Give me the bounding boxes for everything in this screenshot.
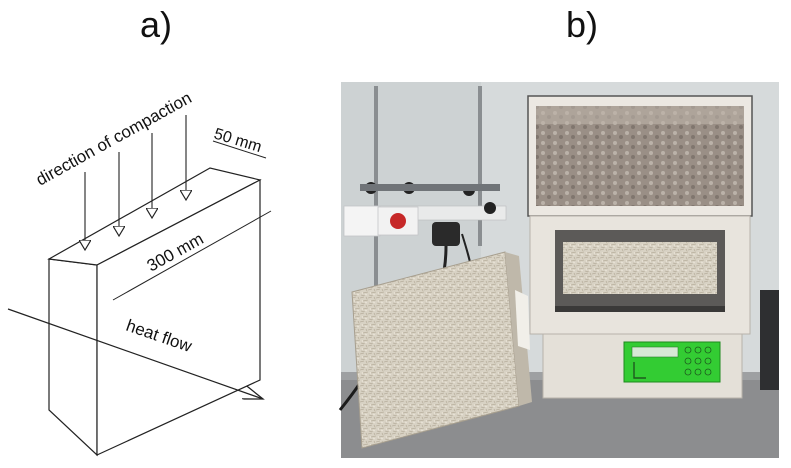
schematic-specimen (47, 167, 262, 457)
heat-flow-meter (527, 95, 753, 399)
thickness-dimension-line (212, 140, 267, 159)
length-dimension-line (112, 210, 272, 301)
panel-label-a: a) (140, 4, 173, 45)
panel-label-b: b) (566, 4, 599, 45)
lab-photo (338, 82, 779, 458)
label-thickness: 50 mm (212, 126, 264, 157)
label-direction-of-compaction: direction of compaction (33, 88, 195, 189)
compaction-arrows (85, 115, 186, 250)
heat-flow-arrow (7, 308, 263, 399)
wood-wool-sample-board (351, 251, 532, 449)
